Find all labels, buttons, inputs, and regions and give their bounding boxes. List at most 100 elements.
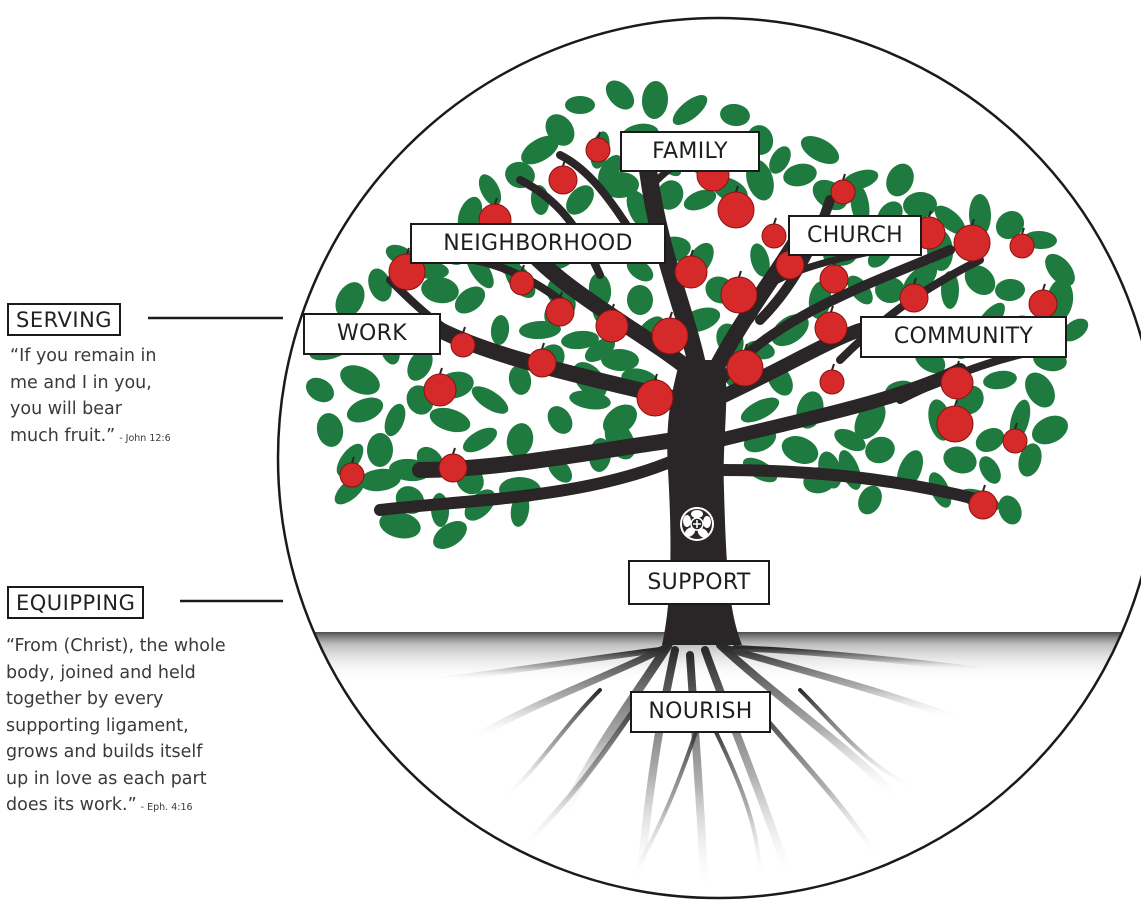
apple-stem: [690, 249, 694, 257]
apple-stem: [654, 373, 658, 381]
leaf: [886, 163, 914, 197]
root: [498, 688, 602, 802]
apple-fruit: [548, 165, 578, 195]
support-label: SUPPORT: [628, 560, 770, 605]
apple-stem: [831, 363, 835, 371]
equipping-quote-line: does its work.”- Eph. 4:16: [6, 792, 226, 822]
leaf: [429, 407, 471, 433]
apple-stem: [773, 217, 777, 225]
apple-fruit: [1028, 289, 1058, 319]
leaf: [781, 436, 819, 464]
root: [636, 646, 679, 884]
leaf: [462, 427, 498, 453]
apple-fruit: [761, 223, 787, 249]
root: [466, 644, 669, 744]
tree-fruits: [339, 131, 1058, 520]
leaf: [800, 135, 840, 165]
leaf: [368, 268, 392, 302]
apple-fruit: [717, 191, 755, 229]
leaf: [1018, 443, 1042, 477]
apple-stem: [559, 291, 563, 299]
leaf: [1045, 253, 1075, 287]
leaf: [565, 96, 595, 114]
apple-stem: [982, 484, 986, 492]
leaf: [359, 468, 401, 492]
leaf: [740, 397, 780, 423]
apple-fruit: [636, 379, 674, 417]
apple-fruit: [585, 137, 611, 163]
leaf: [641, 81, 669, 119]
equipping-citation: - Eph. 4:16: [140, 802, 193, 813]
serving-quote-line: “If you remain in: [10, 346, 157, 366]
leaf: [1061, 318, 1089, 342]
leaf: [366, 433, 394, 467]
leaf: [656, 180, 684, 210]
root: [517, 697, 643, 853]
apple-stem: [351, 456, 355, 464]
leaf: [672, 95, 708, 125]
serving-citation: - John 12:6: [119, 432, 171, 444]
apple-stem: [462, 326, 466, 334]
leaf: [478, 174, 502, 206]
root: [701, 646, 794, 884]
apple-fruit: [339, 462, 365, 488]
luther-rose-icon: [680, 507, 714, 541]
leaf: [903, 191, 937, 219]
apple-stem: [1021, 227, 1025, 235]
apple-stem: [971, 218, 975, 226]
leaf: [566, 185, 594, 215]
root: [437, 647, 663, 683]
apple-stem: [833, 258, 837, 266]
equipping-quote-line: “From (Christ), the whole: [6, 636, 226, 656]
equipping-label: EQUIPPING: [7, 586, 145, 619]
leaf: [1025, 372, 1055, 408]
apple-stem: [669, 311, 673, 319]
roots: [437, 640, 983, 894]
apple-stem: [913, 277, 917, 285]
apple-fruit: [450, 332, 476, 358]
root: [628, 718, 702, 882]
leaf: [335, 282, 365, 318]
leaf: [750, 243, 770, 277]
leaf: [421, 276, 459, 304]
serving-quote-line: you will bear: [10, 399, 122, 419]
church-label: CHURCH: [788, 215, 922, 256]
leaf: [769, 146, 791, 174]
apple-stem: [1014, 422, 1018, 430]
apple-fruit: [953, 224, 991, 262]
branch: [708, 323, 867, 407]
leaf: [598, 154, 622, 186]
apple-fruit: [1002, 428, 1028, 454]
apple-fruit: [651, 317, 689, 355]
apple-fruit: [595, 309, 629, 343]
leaf: [316, 413, 344, 447]
apple-stem: [562, 159, 566, 167]
leaf: [626, 285, 654, 315]
leaf: [998, 495, 1022, 525]
apple-stem: [406, 247, 410, 255]
serving-label: SERVING: [7, 303, 122, 336]
leaf: [975, 428, 1005, 452]
apple-stem: [1042, 283, 1046, 291]
leaf: [995, 210, 1025, 240]
root: [716, 641, 904, 804]
neighborhood-label: NEIGHBORHOOD: [410, 223, 666, 264]
apple-fruit: [726, 349, 764, 387]
apple-fruit: [674, 255, 708, 289]
leaf: [584, 338, 616, 362]
leaf: [995, 278, 1025, 302]
leaf: [601, 171, 639, 199]
leaf: [521, 135, 559, 165]
leaf: [875, 276, 905, 304]
leaf: [561, 330, 599, 350]
apple-fruit: [899, 283, 929, 313]
root: [732, 645, 983, 673]
root: [686, 651, 709, 894]
apple-fruit: [819, 264, 849, 294]
work-label: WORK: [303, 313, 441, 355]
branch: [714, 464, 986, 506]
leaf: [683, 189, 717, 211]
apple-stem: [744, 343, 748, 351]
leaf: [379, 511, 421, 539]
apple-stem: [830, 305, 834, 313]
